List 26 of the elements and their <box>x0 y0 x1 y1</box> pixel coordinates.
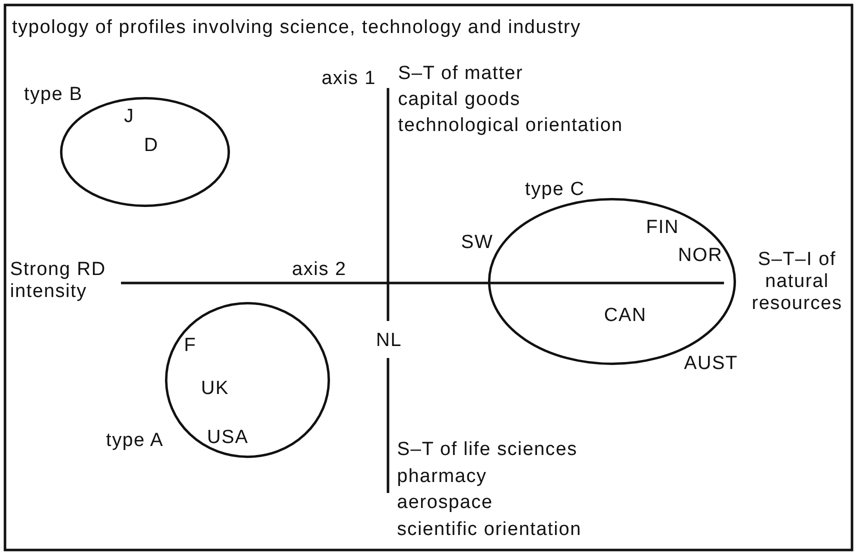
country-label: CAN <box>604 305 647 327</box>
country-label: UK <box>201 378 229 400</box>
country-label: J <box>124 106 134 128</box>
ellipse-label: type A <box>106 430 164 452</box>
pole-label: capital goods <box>398 89 520 111</box>
pole-label: S–T–I of natural resources <box>750 249 844 315</box>
axis-label: axis 1 <box>322 68 376 90</box>
country-label: NL <box>376 330 402 352</box>
country-label: SW <box>461 232 494 254</box>
country-label: AUST <box>684 353 738 375</box>
diagram-title: typology of profiles involving science, technology and industry <box>12 17 581 39</box>
pole-label: Strong RD intensity <box>10 259 107 303</box>
pole-label: pharmacy <box>397 466 487 488</box>
country-label: NOR <box>678 245 723 267</box>
country-label: USA <box>207 427 248 449</box>
pole-label: aerospace <box>397 492 493 514</box>
country-label: F <box>184 335 196 357</box>
pole-label: scientific orientation <box>397 519 582 541</box>
ellipse-label: type B <box>24 84 83 106</box>
pole-label: S–T of matter <box>398 63 524 85</box>
pole-label: technological orientation <box>398 115 623 137</box>
pole-label: S–T of life sciences <box>397 439 578 461</box>
country-label: FIN <box>646 217 680 239</box>
country-label: D <box>144 135 159 157</box>
ellipse-label: type C <box>525 179 585 201</box>
axis-label: axis 2 <box>292 259 346 281</box>
